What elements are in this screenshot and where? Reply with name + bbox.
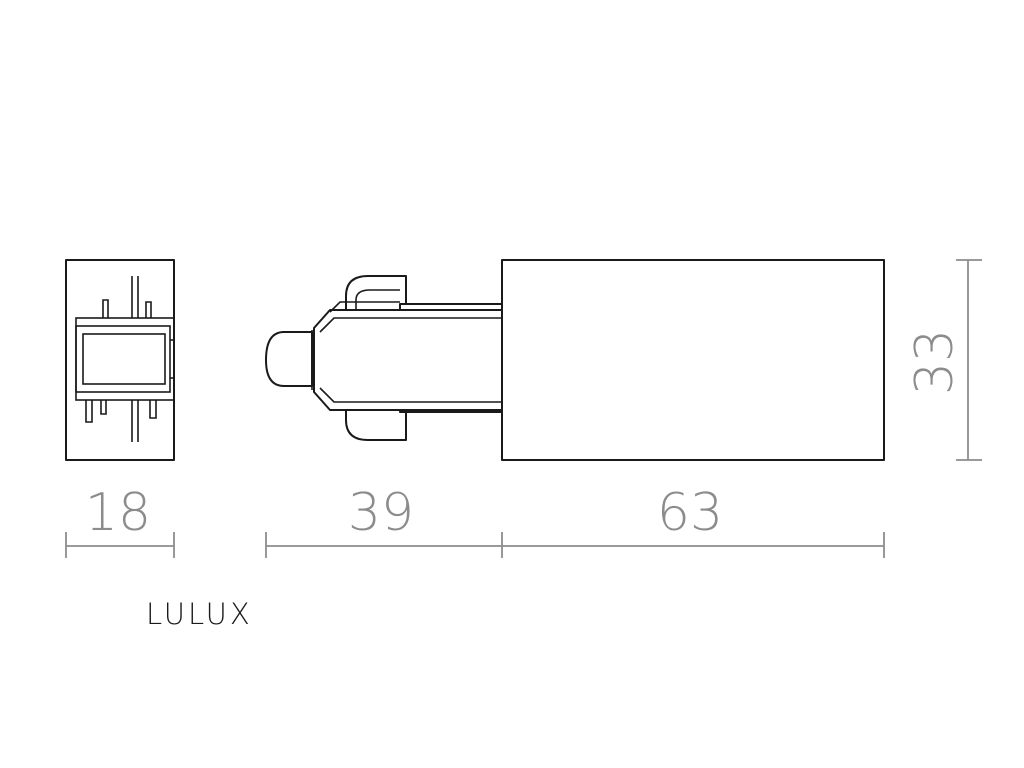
side-view-connector [265,275,505,441]
end-view-contact [82,333,166,385]
end-view-outline [65,259,175,461]
end-view [65,259,175,461]
dimension-end-width: 18 [65,483,175,558]
dimension-body-length-label: 63 [657,483,723,543]
adapter-body [501,259,885,461]
connector-nose [265,331,313,387]
dimension-end-width-label: 18 [85,483,151,543]
dimension-height-label: 33 [905,329,965,395]
connector-housing [313,309,503,411]
dimension-connector-length-label: 39 [348,483,414,543]
dimension-connector-length: 39 [265,483,885,558]
dimension-height: 33 [905,259,982,461]
brand-logo-text: LULUX [146,597,253,631]
